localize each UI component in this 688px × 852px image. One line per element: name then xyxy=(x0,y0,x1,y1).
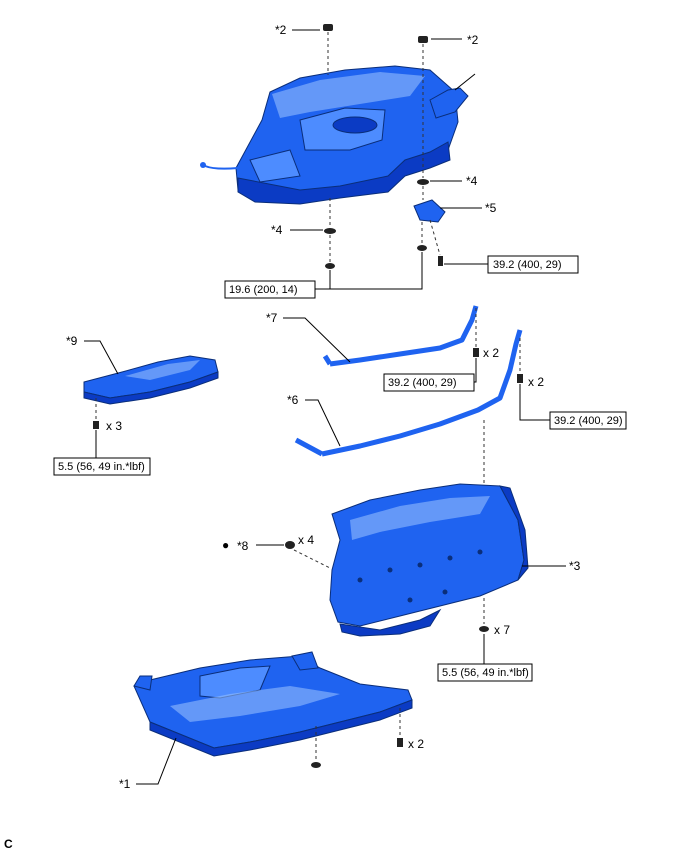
quantity-label: x 4 xyxy=(298,533,314,547)
callout-label: *5 xyxy=(485,201,497,215)
band-6: *6 x 2 39.2 (400, 29) xyxy=(287,329,627,578)
insulator-3: *3 x 7 5.5 (56, 49 in.*lbf) xyxy=(329,483,581,682)
torque-value: 39.2 (400, 29) xyxy=(388,377,457,389)
callout-label: *9 xyxy=(66,334,78,348)
torque-value: 39.2 (400, 29) xyxy=(493,259,562,271)
cushion-4-right: *4 xyxy=(417,174,478,200)
quantity-label: x 7 xyxy=(494,623,510,637)
under-cover-1: *1 x 2 xyxy=(119,651,424,791)
figure-code: C xyxy=(4,837,13,851)
callout-label: *7 xyxy=(266,311,278,325)
bracket-5: *5 xyxy=(413,199,497,266)
quantity-label: x 2 xyxy=(528,375,544,389)
quantity-label: x 2 xyxy=(483,346,499,360)
torque-value: 19.6 (200, 14) xyxy=(229,284,298,296)
nut-8: ● *8 x 4 xyxy=(222,533,331,569)
callout-label: *2 xyxy=(467,33,479,47)
bullet-symbol: ● xyxy=(222,538,229,552)
clip-2-left xyxy=(323,24,333,75)
fuel-tank xyxy=(200,65,476,205)
quantity-label: x 2 xyxy=(408,737,424,751)
callout-2-left: *2 xyxy=(275,23,320,37)
torque-tank-strap: 39.2 (400, 29) xyxy=(444,255,579,274)
callout-label: *2 xyxy=(275,23,287,37)
torque-value: 39.2 (400, 29) xyxy=(554,415,623,427)
cushion-4-left: *4 xyxy=(271,198,336,269)
callout-label: *4 xyxy=(466,174,478,188)
torque-tank-bottom: 19.6 (200, 14) xyxy=(224,252,423,299)
callout-2-right: *2 xyxy=(431,33,479,47)
callout-label: *4 xyxy=(271,223,283,237)
callout-label: *1 xyxy=(119,777,131,791)
torque-value: 5.5 (56, 49 in.*lbf) xyxy=(58,461,145,473)
callout-label: *8 xyxy=(237,539,249,553)
quantity-label: x 3 xyxy=(106,419,122,433)
callout-label: *6 xyxy=(287,393,299,407)
band-7: *7 x 2 39.2 (400, 29) xyxy=(266,305,499,392)
panel-9: *9 x 3 5.5 (56, 49 in.*lbf) xyxy=(53,334,219,476)
callout-label: *3 xyxy=(569,559,581,573)
clip-2-right xyxy=(418,36,428,178)
torque-value: 5.5 (56, 49 in.*lbf) xyxy=(442,667,529,679)
